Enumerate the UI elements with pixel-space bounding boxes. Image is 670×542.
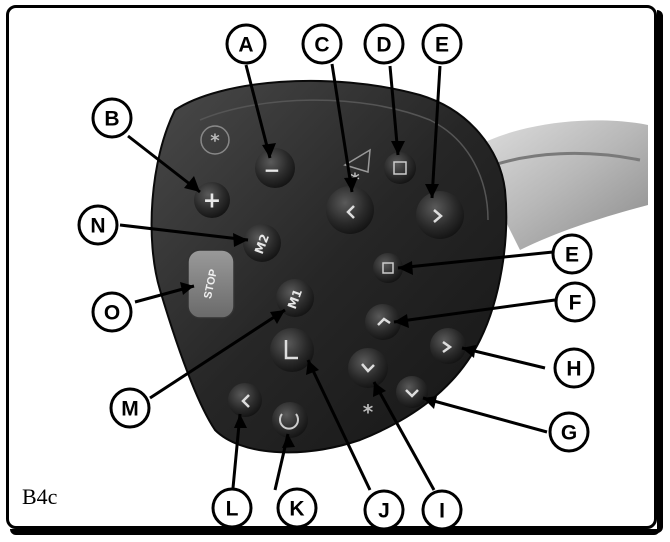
- up-arrow-icon: [377, 317, 391, 326]
- callout-circle: [91, 291, 133, 333]
- callout-circle: [363, 23, 405, 65]
- hitch-button[interactable]: [270, 328, 314, 372]
- asterisk-mode-icon: *: [200, 125, 230, 155]
- right-arrow-button-upper[interactable]: [416, 191, 464, 239]
- svg-text:+: +: [203, 189, 221, 214]
- callout-letter: I: [439, 500, 445, 523]
- callout-circle: [554, 281, 596, 323]
- callout-letter: F: [569, 292, 582, 315]
- callout-circle: [421, 489, 463, 531]
- callout-circle: [548, 411, 590, 453]
- callout-b-plus-button: B: [91, 97, 133, 139]
- down-right-button[interactable]: [396, 376, 428, 408]
- svg-text:M2: M2: [252, 232, 272, 256]
- callout-letter: C: [314, 34, 329, 57]
- callout-letter: E: [435, 34, 449, 57]
- svg-text:M1: M1: [285, 287, 305, 311]
- callout-group: A B C D E E F G H I J K L M N O: [77, 23, 596, 531]
- callout-circle: [553, 347, 595, 389]
- callout-circle: [211, 487, 253, 529]
- arrowheads: [180, 141, 476, 448]
- callout-letter: H: [566, 358, 581, 381]
- tilt-button-upper[interactable]: [384, 152, 416, 184]
- callout-h-right-arrow-button-lower: H: [553, 347, 595, 389]
- callout-letter: L: [226, 498, 239, 521]
- callout-circle: [301, 23, 343, 65]
- callout-letter: M: [121, 398, 139, 421]
- callout-letter: E: [565, 244, 579, 267]
- callout-e-tilt-button-lower: E: [551, 233, 593, 275]
- callout-f-up-arrow-button: F: [554, 281, 596, 323]
- callout-circle: [77, 204, 119, 246]
- callout-circle: [225, 23, 267, 65]
- minus-button[interactable]: −: [255, 148, 295, 188]
- plus-button[interactable]: +: [194, 182, 230, 218]
- left-arrow-button-upper[interactable]: [326, 186, 374, 234]
- callout-i-down-arrow-button: I: [421, 489, 463, 531]
- leader-lines: [119, 63, 556, 491]
- callout-letter: N: [90, 215, 105, 238]
- rotate-button[interactable]: [272, 402, 308, 438]
- callout-letter: A: [238, 34, 253, 57]
- callout-circle: [276, 487, 318, 529]
- stop-button[interactable]: STOP: [187, 249, 235, 319]
- svg-text:−: −: [264, 158, 281, 182]
- callout-e-tilt-button-upper: E: [421, 23, 463, 65]
- callout-circle: [91, 97, 133, 139]
- callout-circle: [551, 233, 593, 275]
- up-arrow-button[interactable]: [365, 304, 401, 340]
- left-arrow-icon: [346, 205, 355, 219]
- frame-shadow-right: [657, 10, 663, 533]
- callout-letter: G: [561, 422, 577, 445]
- callout-letter: B: [104, 108, 119, 131]
- callout-o-stop-button: O: [91, 291, 133, 333]
- right-arrow-button-lower[interactable]: [430, 328, 466, 364]
- callout-m-m1-button: M: [109, 387, 151, 429]
- asterisk-lower-icon: *: [363, 400, 374, 424]
- right-arrow-icon: [433, 209, 443, 223]
- m2-button[interactable]: M2: [243, 224, 281, 262]
- callout-letter: D: [376, 34, 391, 57]
- callout-circle: [363, 489, 405, 531]
- control-head-body: [150, 79, 508, 454]
- callout-l-left-arrow-button-lower: L: [211, 487, 253, 529]
- svg-text:*: *: [210, 131, 220, 152]
- callout-a-minus-button: A: [225, 23, 267, 65]
- callout-letter: O: [104, 302, 120, 325]
- callout-d-right-arrow-button-upper: D: [363, 23, 405, 65]
- tilt-button-lower[interactable]: [373, 253, 403, 283]
- down-arrow-button[interactable]: [348, 348, 388, 388]
- callout-k-rotate-button: K: [276, 487, 318, 529]
- figure-label: B4c: [22, 484, 58, 509]
- frame-shadow-bottom: [10, 529, 660, 535]
- callout-g-down-right-button: G: [548, 411, 590, 453]
- callout-n-m2-button: N: [77, 204, 119, 246]
- callout-letter: K: [289, 498, 304, 521]
- callout-c-left-arrow-button-upper: C: [301, 23, 343, 65]
- callout-letter: J: [378, 500, 390, 523]
- callout-j-hitch-button: J: [363, 489, 405, 531]
- callout-circle: [421, 23, 463, 65]
- rotate-icon: [279, 413, 299, 430]
- m1-button[interactable]: M1: [276, 279, 314, 317]
- callout-circle: [109, 387, 151, 429]
- left-arrow-button-lower[interactable]: [228, 383, 262, 417]
